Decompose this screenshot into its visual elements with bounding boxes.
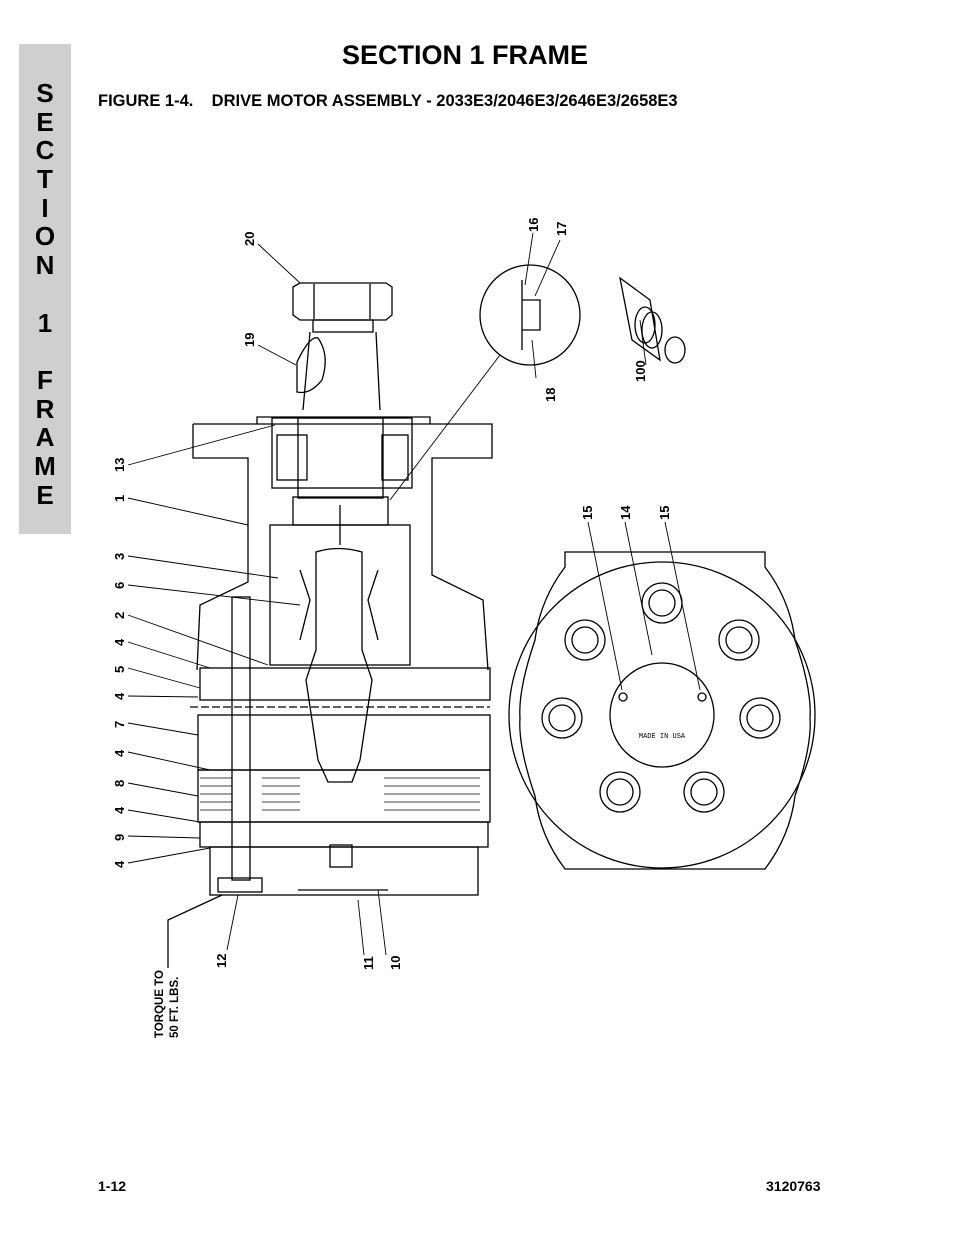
callout-12: 12 xyxy=(214,954,229,968)
callout-18: 18 xyxy=(543,388,558,402)
end-view-body xyxy=(519,551,811,870)
callout-4: 4 xyxy=(112,860,127,868)
callout-6: 6 xyxy=(112,582,127,589)
side-letter: T xyxy=(37,164,53,195)
tie-bolt xyxy=(231,596,251,881)
side-letter: E xyxy=(36,479,54,510)
callout-10: 10 xyxy=(388,956,403,970)
detail-circle xyxy=(479,264,581,366)
page-header: SECTION 1 FRAME xyxy=(0,40,954,71)
callout-19: 19 xyxy=(242,333,257,347)
key xyxy=(296,337,326,394)
callout-15: 15 xyxy=(657,506,672,520)
side-letter: A xyxy=(35,422,55,453)
callout-4: 4 xyxy=(112,749,127,757)
hex-nut xyxy=(292,282,393,321)
side-letter: I xyxy=(41,192,49,223)
callout-13: 13 xyxy=(112,458,127,472)
callout-3: 3 xyxy=(112,553,127,560)
side-letter: R xyxy=(35,393,55,424)
section-side-tab: S E C T I O N 1 F R A M E xyxy=(19,44,71,534)
callout-15: 15 xyxy=(580,506,595,520)
callout-4: 4 xyxy=(112,806,127,814)
side-letter: 1 xyxy=(37,307,53,338)
callout-9: 9 xyxy=(112,834,127,841)
side-letter: M xyxy=(34,450,56,481)
figure-title: FIGURE 1-4. DRIVE MOTOR ASSEMBLY - 2033E… xyxy=(98,92,678,110)
torque-note-line2: 50 FT. LBS. xyxy=(169,977,181,1038)
made-in-usa-stamp: MADE IN USA xyxy=(639,733,686,741)
mounting-flange xyxy=(192,416,493,671)
side-letter: S xyxy=(36,78,54,108)
end-view-bolts xyxy=(541,582,781,813)
callout-4: 4 xyxy=(112,638,127,646)
callout-4: 4 xyxy=(112,692,127,700)
callout-20: 20 xyxy=(242,232,257,246)
side-letter: N xyxy=(35,250,55,281)
callout-100: 100 xyxy=(633,360,648,382)
callout-5: 5 xyxy=(112,666,127,673)
section-title: SECTION 1 FRAME xyxy=(341,40,589,70)
side-tab-letters: S E C T I O N 1 F R A M E xyxy=(19,79,71,509)
callout-7: 7 xyxy=(112,721,127,728)
drive-shaft xyxy=(305,547,373,783)
callout-17: 17 xyxy=(554,222,569,236)
callout-14: 14 xyxy=(618,505,633,520)
callout-11: 11 xyxy=(361,956,376,970)
callout-2: 2 xyxy=(112,612,127,619)
side-letter: F xyxy=(37,364,53,395)
callout-8: 8 xyxy=(112,780,127,787)
torque-note-line1: TORQUE TO xyxy=(154,970,166,1038)
document-number: 3120763 xyxy=(766,1178,821,1194)
callout-16: 16 xyxy=(526,218,541,232)
side-letter: E xyxy=(36,106,54,137)
seal-kit xyxy=(619,276,661,362)
side-letter: C xyxy=(35,135,55,166)
page-number: 1-12 xyxy=(98,1178,127,1194)
side-letter: O xyxy=(34,221,56,252)
callout-1: 1 xyxy=(112,495,127,502)
